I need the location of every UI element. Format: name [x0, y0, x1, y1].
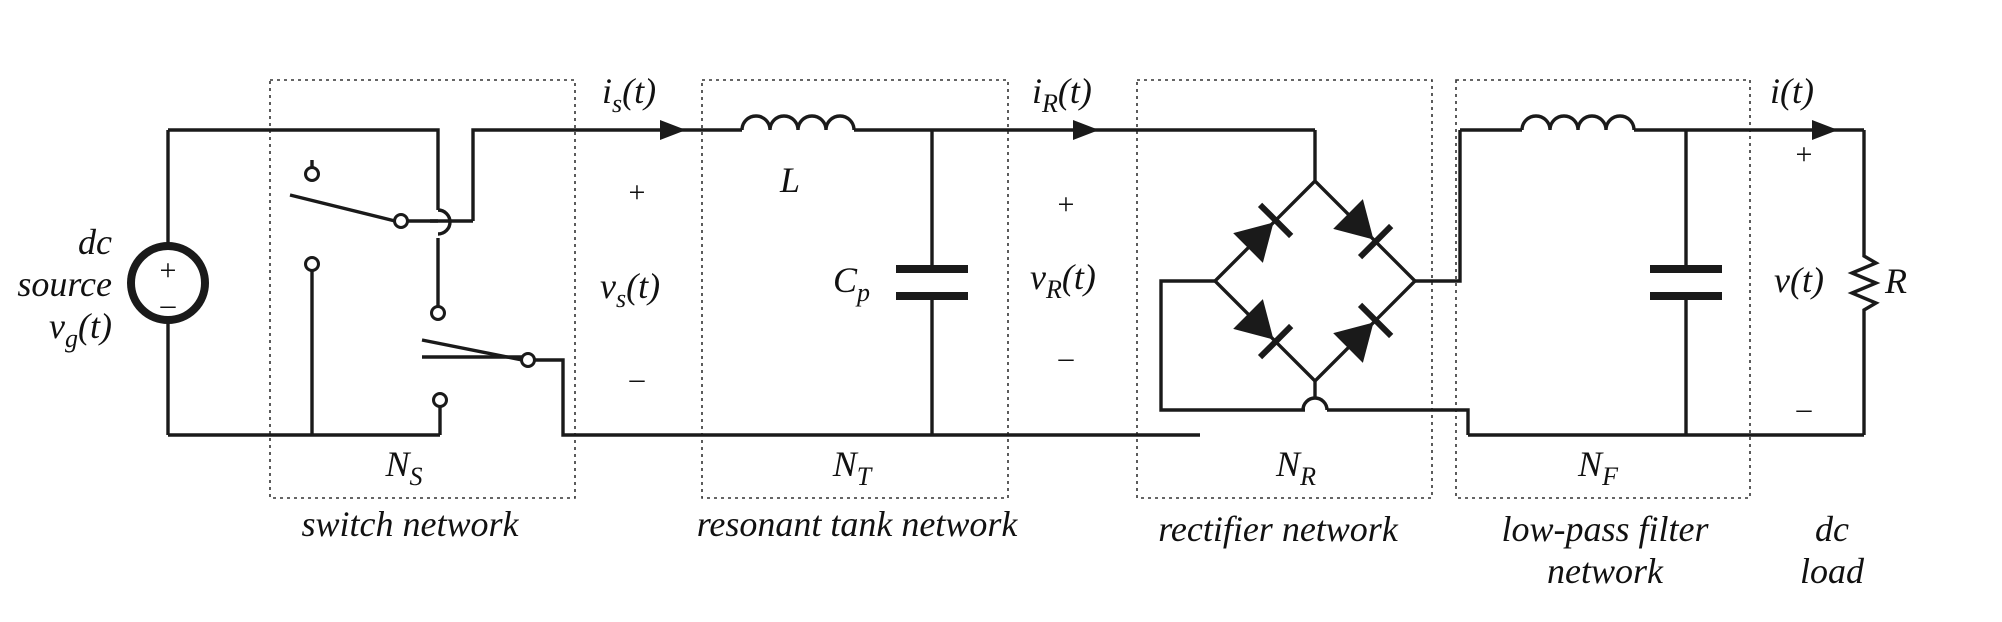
- diode: [1333, 302, 1394, 363]
- v-plus: +: [1796, 138, 1813, 171]
- capacitor-Cp: [896, 130, 968, 435]
- dc-voltage-source: + –: [127, 130, 209, 435]
- i-current-arrow: [1812, 120, 1838, 140]
- i-label: i(t): [1770, 71, 1814, 111]
- source-minus-sign: –: [160, 288, 177, 321]
- switch-contact: [393, 213, 409, 229]
- vs-label: vs(t): [600, 266, 660, 313]
- rectifier-network-caption: rectifier network: [1158, 509, 1399, 549]
- vs-minus: –: [629, 362, 646, 395]
- vR-label: vR(t): [1030, 257, 1096, 304]
- switch-contact: [430, 305, 446, 321]
- switch-network-symbol: NS: [384, 444, 422, 491]
- rectifier-network-box: [1136, 79, 1433, 499]
- diode: [1233, 299, 1294, 360]
- iR-label: iR(t): [1032, 71, 1092, 118]
- diode: [1233, 202, 1294, 263]
- filter-network-caption-line1: low-pass filter: [1501, 509, 1709, 549]
- capacitor-Cp-label: Cp: [833, 260, 870, 307]
- vs-plus: +: [629, 176, 646, 209]
- resistor-R-label: R: [1884, 261, 1907, 301]
- switch-network-caption: switch network: [302, 504, 520, 544]
- v-label: v(t): [1774, 260, 1824, 300]
- source-voltage-label: vg(t): [49, 306, 112, 353]
- load-resistor: [1847, 130, 1881, 435]
- switch-contact: [432, 392, 448, 408]
- source-label-source: source: [17, 264, 112, 304]
- tank-network-symbol: NT: [832, 444, 873, 491]
- switch-network-box: [269, 79, 576, 499]
- filter-network-caption-line2: network: [1547, 551, 1664, 591]
- rectifier-network-symbol: NR: [1275, 444, 1316, 491]
- filter-network-box: [1455, 79, 1751, 499]
- switch-contact: [304, 256, 320, 272]
- vR-minus: –: [1058, 341, 1075, 374]
- switch-network-wiring: [168, 128, 1200, 437]
- load-caption-line2: load: [1800, 551, 1865, 591]
- is-current-arrow: [660, 120, 686, 140]
- iR-current-arrow: [1073, 120, 1099, 140]
- tank-network-box: [701, 79, 1009, 499]
- source-plus-sign: +: [160, 254, 177, 287]
- filter-inductor: [1520, 114, 1636, 131]
- source-label-dc: dc: [78, 222, 112, 262]
- filter-capacitor: [1650, 130, 1722, 435]
- filter-network-symbol: NF: [1577, 444, 1619, 491]
- switch-contact: [520, 352, 536, 368]
- rectifier-bridge: [1159, 130, 1470, 435]
- switch-contact: [304, 166, 320, 182]
- load-caption-line1: dc: [1815, 509, 1849, 549]
- diode: [1333, 199, 1394, 260]
- vR-plus: +: [1058, 188, 1075, 221]
- tank-network-caption: resonant tank network: [697, 504, 1019, 544]
- inductor-L: [740, 114, 856, 131]
- is-label: is(t): [602, 71, 656, 118]
- v-minus: –: [1796, 392, 1813, 425]
- inductor-L-label: L: [779, 160, 800, 200]
